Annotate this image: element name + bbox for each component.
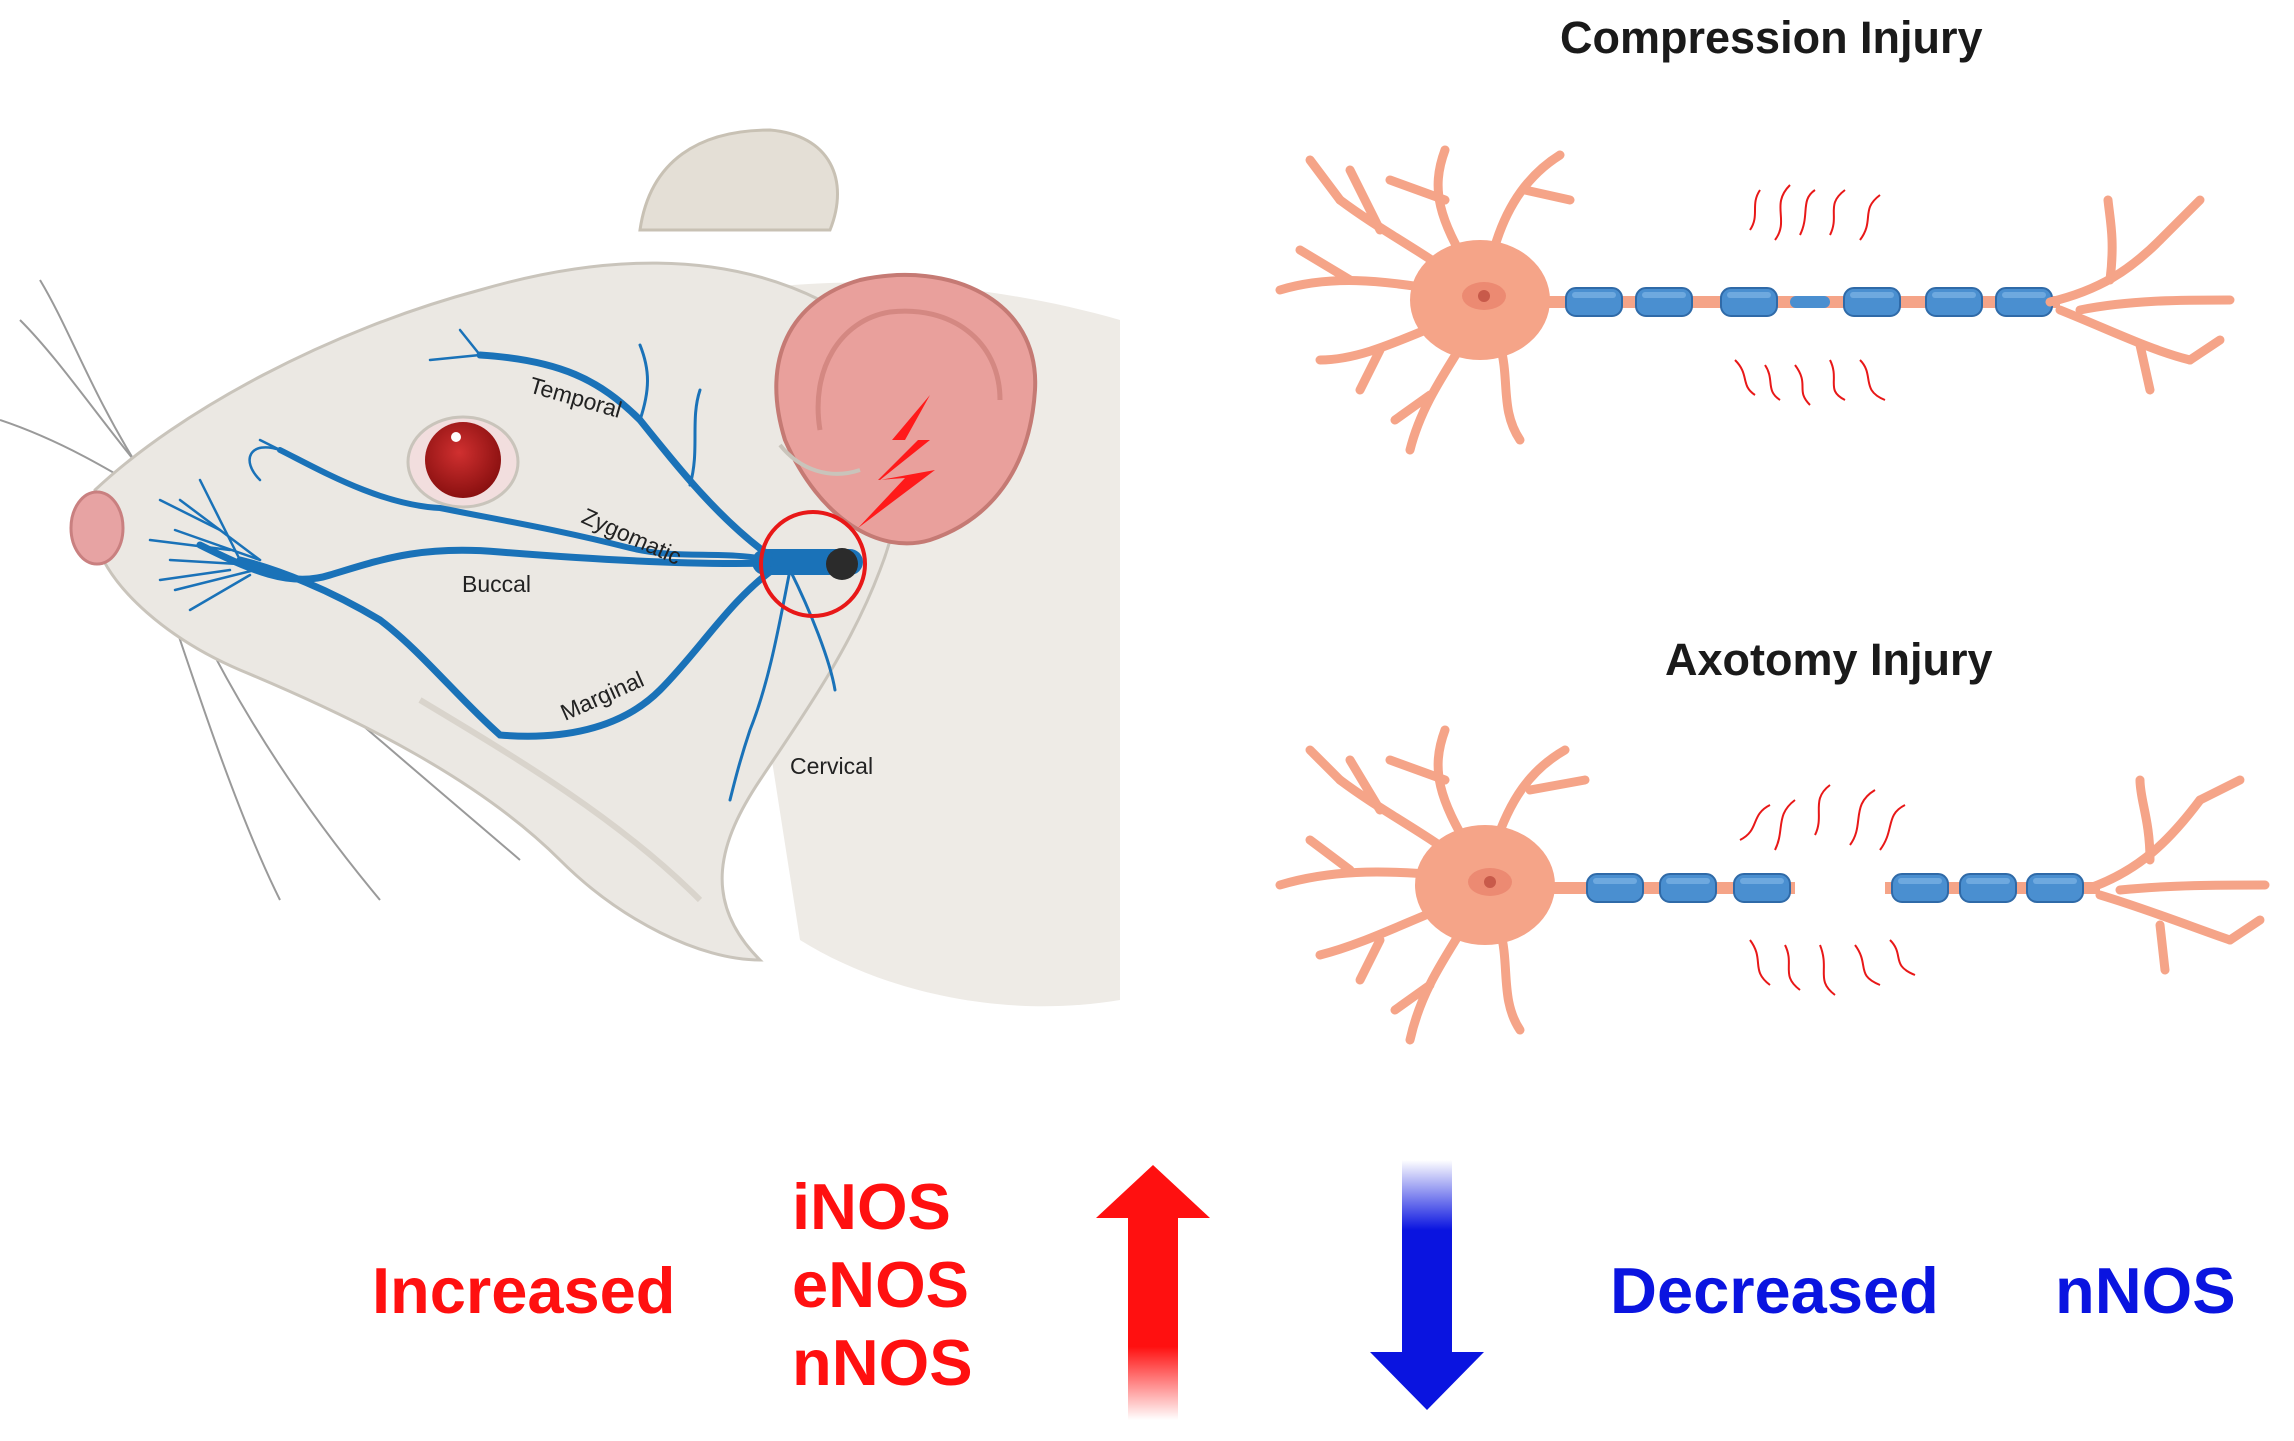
- down-arrow-icon: [1370, 1160, 1484, 1410]
- lightning-bolt-icon: [858, 395, 935, 528]
- eye: [425, 422, 501, 498]
- injury-circle-icon: [759, 510, 867, 618]
- marker-enos: eNOS: [792, 1248, 970, 1321]
- increased-label: Increased: [372, 1254, 676, 1327]
- label-buccal: Buccal: [462, 571, 531, 597]
- nerve-stump: [826, 548, 858, 580]
- axotomy-neuron-icon: [1275, 725, 2270, 1045]
- marker-inos: iNOS: [792, 1170, 951, 1243]
- marker-nnos-decreased: nNOS: [2055, 1254, 2236, 1327]
- rat-head-icon: [0, 128, 1120, 1007]
- up-arrow-icon: [1096, 1165, 1210, 1420]
- compression-neuron-icon: [1275, 145, 2235, 455]
- marker-nnos-increased: nNOS: [792, 1326, 973, 1399]
- compression-injury-title: Compression Injury: [1560, 12, 1983, 63]
- decreased-label: Decreased: [1610, 1254, 1939, 1327]
- axotomy-injury-title: Axotomy Injury: [1665, 634, 1993, 685]
- increased-markers: iNOS eNOS nNOS: [792, 1168, 973, 1402]
- label-cervical: Cervical: [790, 753, 873, 779]
- facial-nerve-icon: [148, 328, 863, 802]
